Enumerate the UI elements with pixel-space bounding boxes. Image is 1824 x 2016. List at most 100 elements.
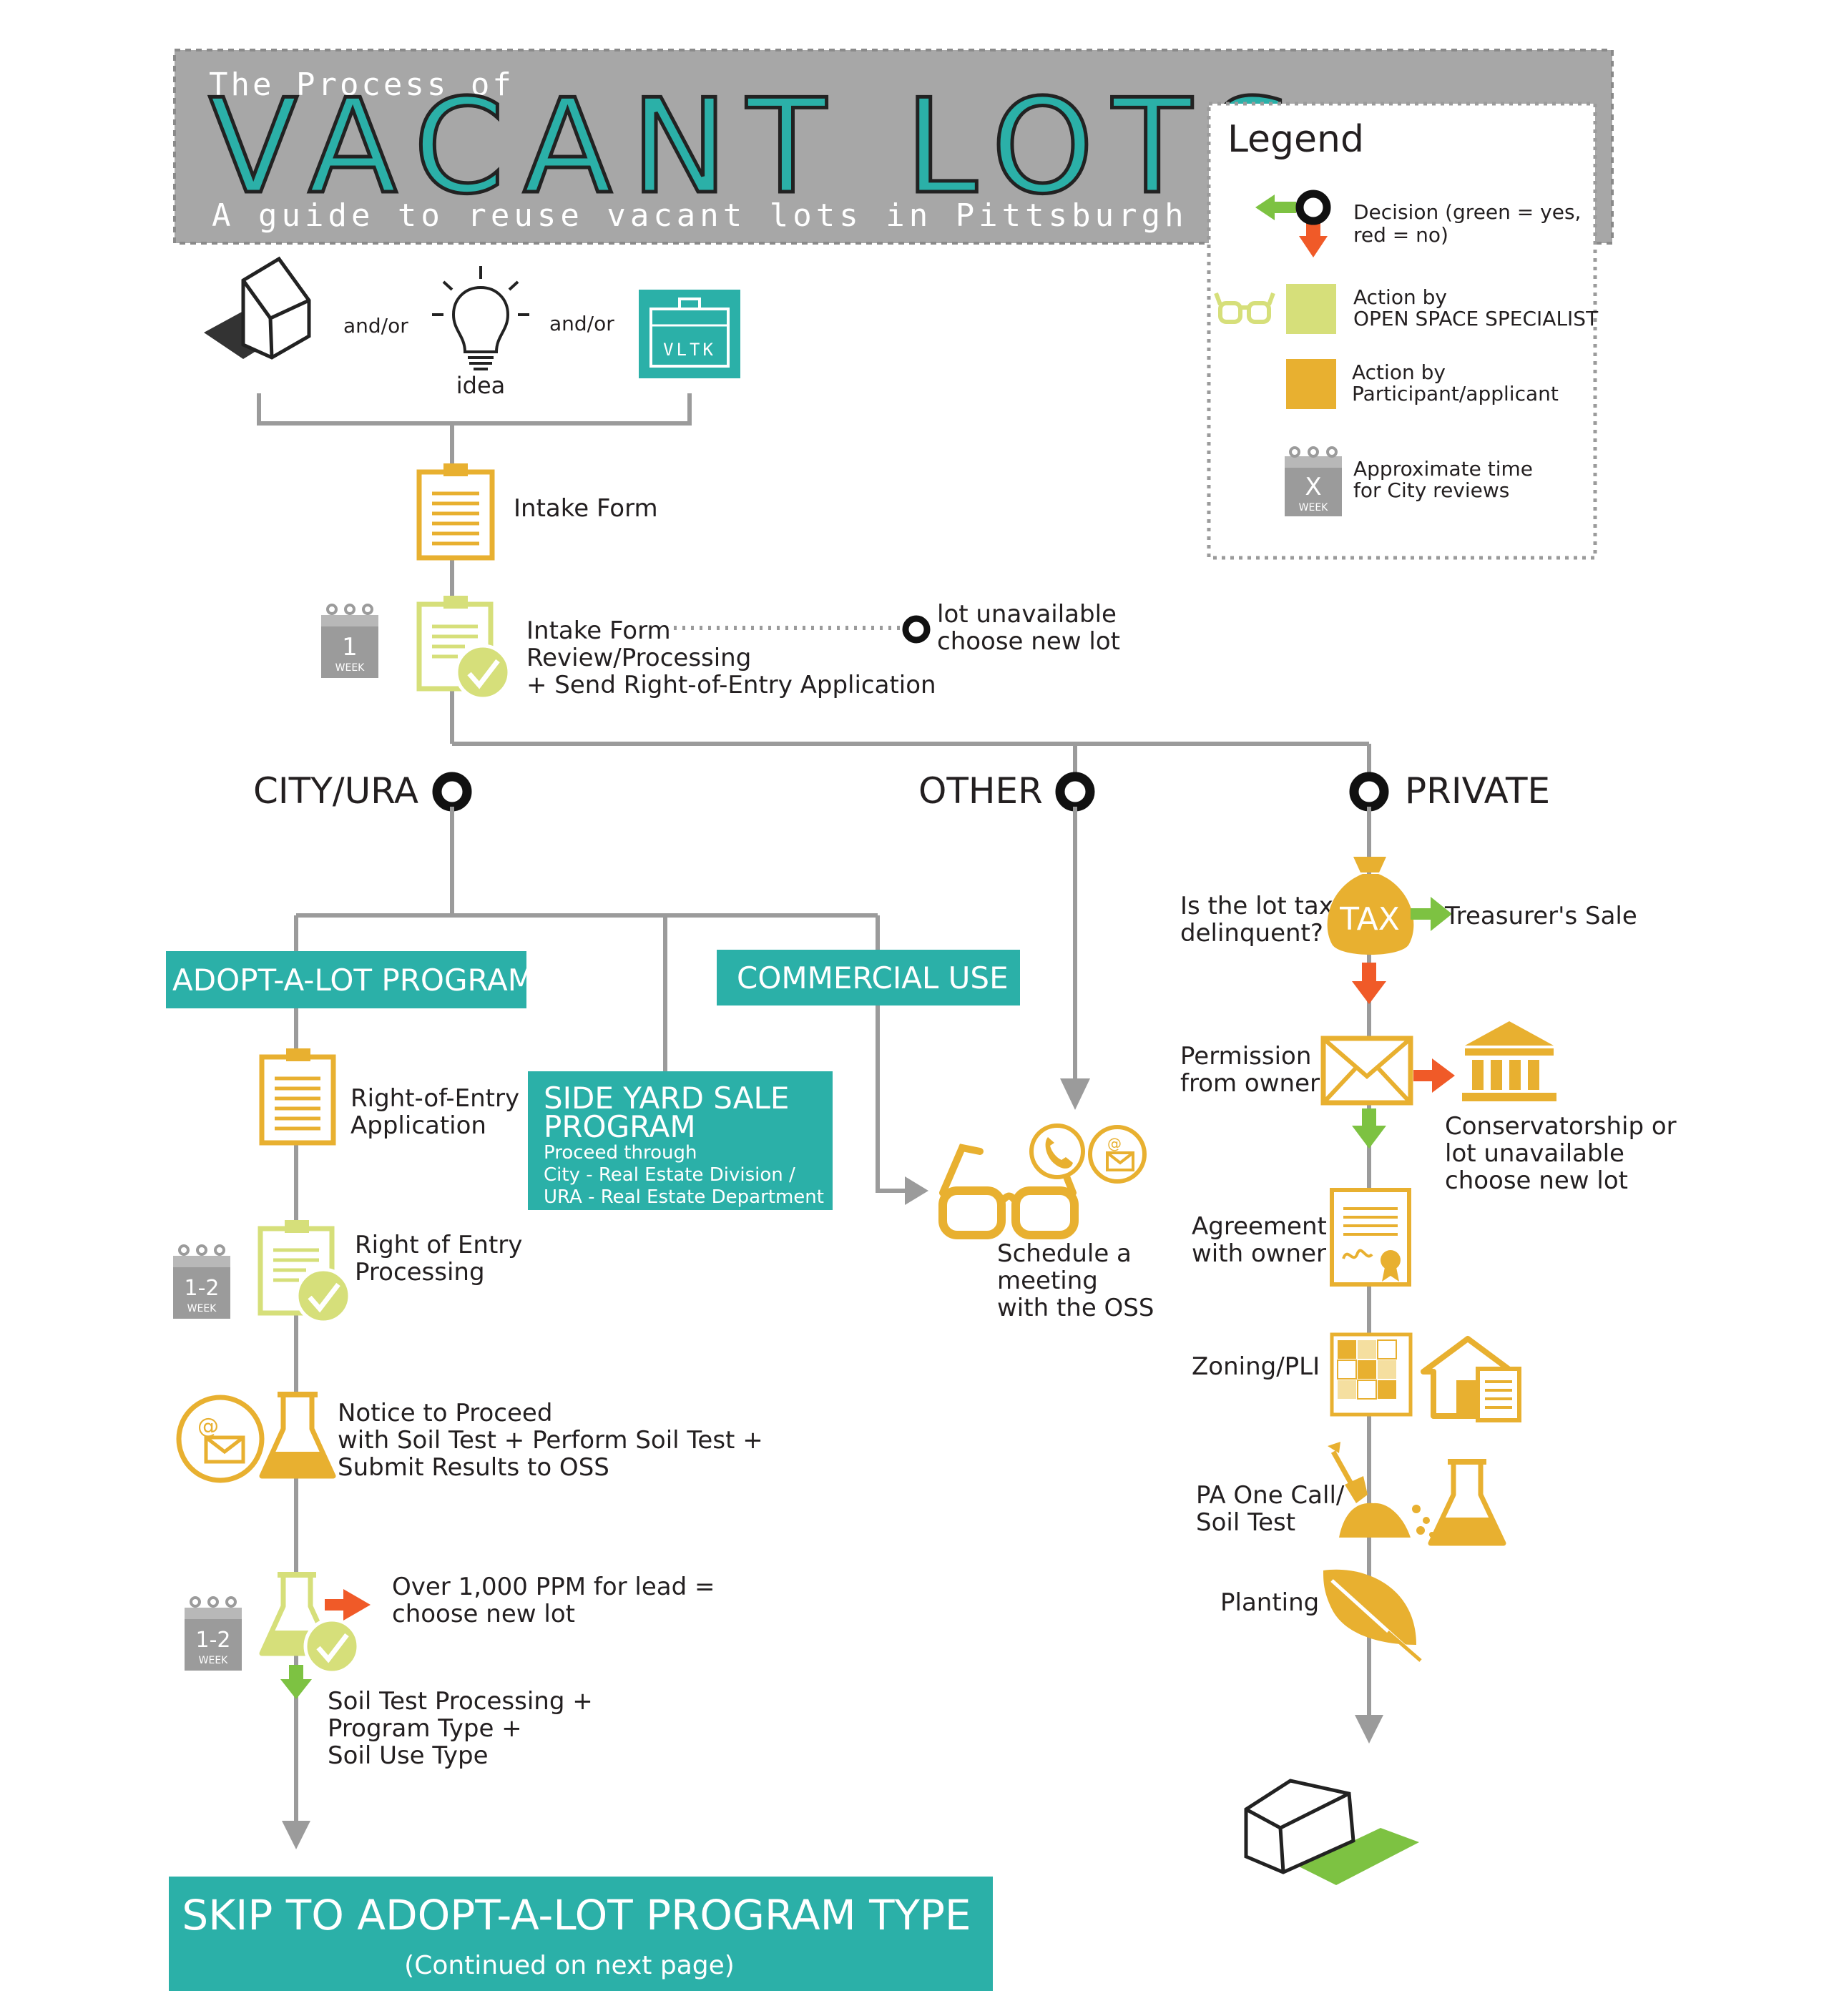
adopt-a-lot-label: ADOPT-A-LOT PROGRAM — [172, 963, 534, 998]
private-end-arrowhead — [1355, 1715, 1383, 1744]
start-bracket — [257, 393, 692, 426]
meeting-line3: with the OSS — [997, 1294, 1154, 1322]
tax-no-arrow — [1352, 963, 1386, 1004]
side-yard-body-line2: City - Real Estate Division / — [544, 1164, 795, 1186]
agreement-line2: with owner — [1192, 1239, 1326, 1268]
side-yard-title-line1: SIDE YARD SALE — [544, 1081, 789, 1116]
legend-decision-line2: red = no) — [1353, 223, 1448, 247]
tax-question-line1: Is the lot tax — [1180, 892, 1333, 920]
permission-line1: Permission — [1180, 1042, 1311, 1071]
permission-line2: from owner — [1180, 1069, 1320, 1098]
notice-line2: with Soil Test + Perform Soil Test + — [338, 1426, 763, 1455]
header-pre-title: The Process of — [209, 67, 514, 103]
house-permit-icon — [1421, 1336, 1521, 1422]
roe-calendar-icon: 1-2 WEEK — [173, 1244, 230, 1319]
idea-label: idea — [456, 372, 506, 399]
soil-time-unit: WEEK — [199, 1655, 229, 1666]
branch-city-decision — [432, 772, 472, 812]
lot-unavailable-line2: choose new lot — [937, 627, 1120, 656]
intake-review-line2: Review/Processing — [526, 644, 751, 672]
and-or-label-1: and/or — [343, 314, 408, 338]
soil-green-arrow — [280, 1665, 312, 1699]
header-subtitle: A guide to reuse vacant lots in Pittsbur… — [212, 197, 1188, 234]
side-yard-body-line1: Proceed through — [544, 1142, 697, 1164]
roe-time-unit: WEEK — [187, 1303, 217, 1314]
agreement-line1: Agreement — [1192, 1212, 1327, 1241]
notice-line1: Notice to Proceed — [338, 1399, 552, 1427]
conservatorship-line1: Conservatorship or — [1445, 1112, 1677, 1141]
branch-other-label: OTHER — [918, 770, 1043, 812]
tax-icon-label: TAX — [1339, 901, 1400, 938]
house-final-icon — [1244, 1779, 1419, 1885]
commercial-use-box — [717, 950, 1020, 1005]
skip-label: SKIP TO ADOPT-A-LOT PROGRAM TYPE — [182, 1891, 971, 1939]
roe-processing-icon — [258, 1220, 352, 1324]
roe-processing-line1: Right of Entry — [355, 1231, 522, 1259]
legend-time-line2: for City reviews — [1353, 478, 1509, 502]
other-arrowhead — [1060, 1078, 1090, 1110]
legend: Legend Decision (green = yes, red = no) … — [1207, 102, 1599, 560]
skip-box[interactable] — [169, 1877, 993, 1991]
soil-processing-line3: Soil Use Type — [328, 1741, 489, 1770]
tax-bag-icon: TAX — [1327, 857, 1414, 955]
leaf-icon — [1323, 1569, 1422, 1662]
pa-one-call-line2: Soil Test — [1196, 1508, 1295, 1537]
legend-calendar-value: X — [1305, 473, 1321, 501]
legend-time-line1: Approximate time — [1353, 457, 1533, 481]
intake-review-line1: Intake Form — [526, 616, 671, 645]
intake-time-unit: WEEK — [335, 662, 366, 674]
roe-application-line1: Right-of-Entry — [350, 1084, 519, 1113]
conservatorship-line2: lot unavailable — [1445, 1139, 1624, 1168]
glasses-icon — [1214, 292, 1275, 324]
courthouse-icon — [1462, 1021, 1556, 1101]
side-yard-box — [528, 1071, 833, 1210]
lead-line2: choose new lot — [392, 1600, 575, 1628]
svg-text:@: @ — [1107, 1135, 1122, 1152]
toolkit-icon: VLTK — [639, 290, 740, 378]
svg-text:@: @ — [197, 1414, 219, 1439]
intake-time-value: 1 — [342, 633, 358, 662]
house-lot-icon — [204, 256, 311, 360]
tax-yes-arrow — [1411, 897, 1452, 931]
meeting-line1: Schedule a — [997, 1239, 1132, 1268]
header-banner: The Process of VACANT LOTS A guide to re… — [173, 49, 1614, 245]
certificate-icon — [1330, 1188, 1411, 1287]
legend-decision-line1: Decision (green = yes, — [1353, 200, 1581, 224]
treasurer-label: Treasurer's Sale — [1444, 902, 1637, 930]
review-clipboard-icon — [416, 596, 511, 701]
branch-other-decision — [1055, 772, 1095, 812]
soil-processing-line2: Program Type + — [328, 1714, 522, 1743]
adopt-end-arrowhead — [282, 1821, 310, 1849]
branch-private-decision — [1349, 772, 1389, 812]
commercial-arrowhead — [905, 1176, 928, 1205]
legend-oss-line1: Action by — [1353, 285, 1447, 309]
permission-no-arrow — [1413, 1058, 1455, 1093]
legend-participant-line2: Participant/applicant — [1352, 382, 1559, 405]
legend-box — [1207, 102, 1597, 560]
lead-red-arrow — [325, 1589, 371, 1621]
email-icon-other: @ — [1088, 1125, 1147, 1184]
roe-time-value: 1-2 — [185, 1276, 220, 1301]
tax-question-line2: delinquent? — [1180, 919, 1323, 948]
phone-icon — [1029, 1123, 1085, 1179]
legend-calendar-icon: X WEEK — [1285, 446, 1342, 516]
adopt-a-lot-box — [166, 951, 526, 1008]
intake-form-label: Intake Form — [514, 494, 658, 523]
envelope-icon — [1320, 1036, 1413, 1106]
intake-review-line3: + Send Right-of-Entry Application — [526, 671, 936, 699]
soil-processing-flask-icon — [259, 1572, 361, 1675]
continued-label: (Continued on next page) — [404, 1951, 735, 1980]
intake-calendar-icon: 1 WEEK — [321, 604, 378, 678]
notice-line3: Submit Results to OSS — [338, 1453, 609, 1482]
roe-application-line2: Application — [350, 1111, 486, 1140]
side-yard-body-line3: URA - Real Estate Department — [544, 1186, 824, 1208]
legend-oss-swatch — [1286, 284, 1336, 334]
roe-processing-line2: Processing — [355, 1258, 485, 1287]
email-icon-city: @ — [176, 1395, 265, 1483]
commercial-use-label: COMMERCIAL USE — [737, 960, 1009, 995]
and-or-label-2: and/or — [549, 312, 614, 335]
planting-label: Planting — [1220, 1588, 1319, 1617]
pa-one-call-line1: PA One Call/ — [1196, 1481, 1345, 1510]
lightbulb-icon — [432, 266, 529, 370]
